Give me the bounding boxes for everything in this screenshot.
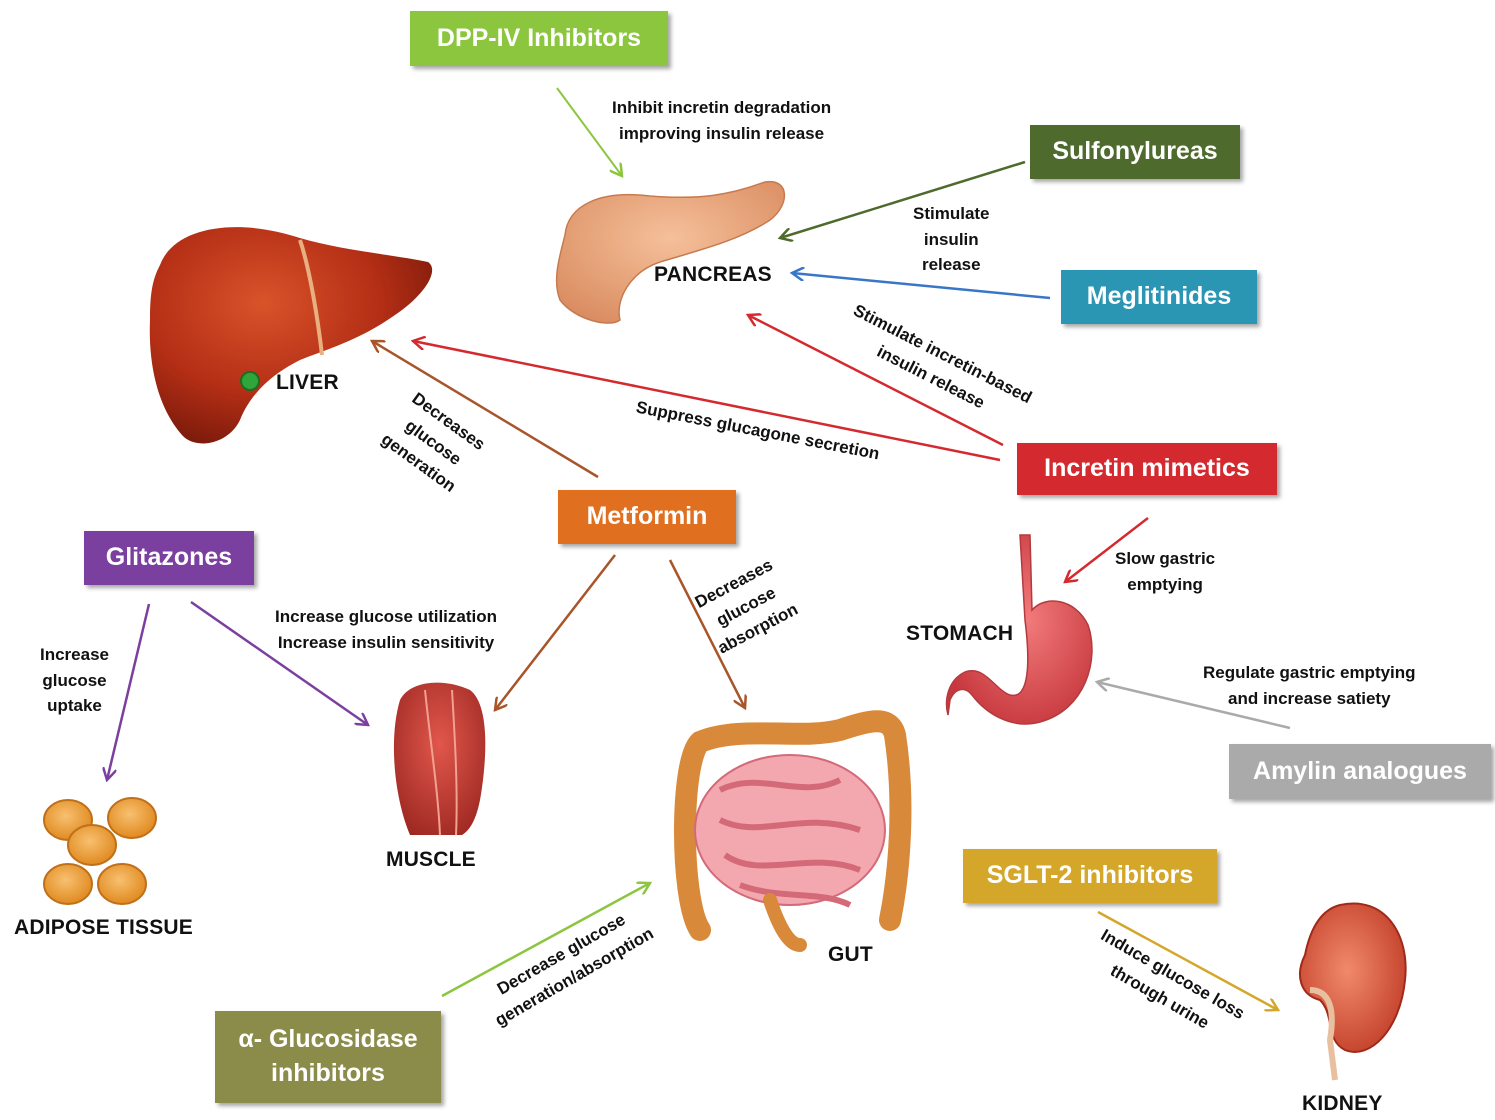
- dpp4-inhibitors-box: DPP-IV Inhibitors: [410, 11, 668, 66]
- sulfonylureas-box: Sulfonylureas: [1030, 125, 1240, 179]
- sglt2-inhibitors-box: SGLT-2 inhibitors: [963, 849, 1217, 903]
- arrow-metformin-to-muscle: [495, 555, 615, 710]
- metformin-box: Metformin: [558, 490, 736, 544]
- arrow-glitazones-to-adipose: [107, 604, 149, 780]
- pancreas-illustration: [557, 182, 785, 323]
- dpp4-inhibitors-label: DPP-IV Inhibitors: [437, 22, 641, 56]
- meglitinides-label: Meglitinides: [1087, 280, 1231, 314]
- sulfonylureas-annotation: Stimulate insulin release: [913, 201, 990, 278]
- incretin-mimetics-box: Incretin mimetics: [1017, 443, 1277, 495]
- sulfonylureas-label: Sulfonylureas: [1052, 135, 1217, 169]
- adipose-tissue-label: ADIPOSE TISSUE: [14, 916, 193, 940]
- incretin-mimetics-label: Incretin mimetics: [1044, 452, 1250, 486]
- alpha-glucosidase-inhibitors-box: α- Glucosidase inhibitors: [215, 1011, 441, 1103]
- gut-label: GUT: [828, 943, 873, 967]
- amylin-annotation: Regulate gastric emptying and increase s…: [1203, 660, 1416, 711]
- incretin-stomach-annotation: Slow gastric emptying: [1115, 546, 1215, 597]
- sglt2-inhibitors-label: SGLT-2 inhibitors: [987, 859, 1193, 893]
- alpha-glucosidase-label-line2: inhibitors: [271, 1057, 385, 1091]
- dpp4-annotation: Inhibit incretin degradation improving i…: [612, 95, 831, 146]
- amylin-analogues-box: Amylin analogues: [1229, 744, 1491, 799]
- glitazones-box: Glitazones: [84, 531, 254, 585]
- gut-illustration: [685, 721, 900, 945]
- glitazones-label: Glitazones: [106, 541, 232, 575]
- meglitinides-box: Meglitinides: [1061, 270, 1257, 324]
- amylin-analogues-label: Amylin analogues: [1253, 755, 1467, 789]
- glitazones-adipose-annotation: Increase glucose uptake: [40, 642, 109, 719]
- metformin-label: Metformin: [587, 500, 708, 534]
- adipose-tissue-illustration: [44, 798, 156, 904]
- metformin-muscle-annotation: Increase glucose utilization Increase in…: [275, 604, 497, 655]
- pancreas-label: PANCREAS: [654, 263, 772, 287]
- liver-label: LIVER: [276, 371, 339, 395]
- alpha-glucosidase-label-line1: α- Glucosidase: [238, 1023, 417, 1057]
- liver-illustration: [150, 227, 432, 443]
- kidney-label: KIDNEY: [1302, 1092, 1383, 1116]
- stomach-label: STOMACH: [906, 622, 1013, 646]
- muscle-illustration: [394, 683, 485, 835]
- muscle-label: MUSCLE: [386, 848, 476, 872]
- kidney-illustration: [1300, 903, 1406, 1080]
